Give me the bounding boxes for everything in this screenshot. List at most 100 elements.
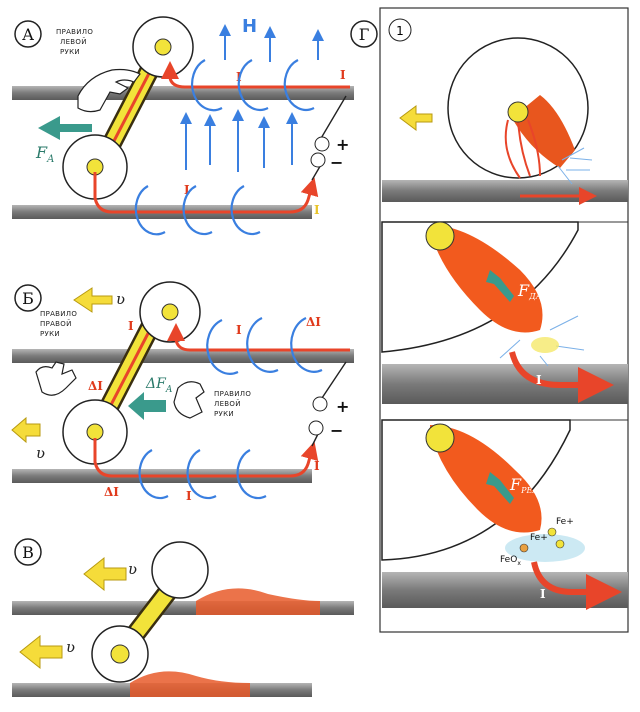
subpanel-3-fe-plus-2: Fe+ <box>556 517 574 527</box>
panel-c-velocity-arrow-bottom <box>19 634 63 670</box>
subpanel-2: 2 I FДАВЛ. <box>381 221 628 404</box>
subpanel-3-current-label: I <box>540 587 546 601</box>
panel-b-velocity-top: ʋ <box>116 290 125 308</box>
panel-b-letter: Б <box>22 289 34 308</box>
panel-a-hand-icon <box>77 68 141 113</box>
subpanel-2-sparks <box>499 315 585 367</box>
panel-b-current-label-2: I <box>236 323 242 337</box>
panel-c-velocity-arrow-top <box>83 556 127 592</box>
panel-a-force-arrow <box>38 116 92 140</box>
panel-b-plus: + <box>336 397 349 416</box>
panel-b-delta-current-2: ΔI <box>104 485 119 499</box>
panel-b-wire-top <box>321 361 347 399</box>
panel-a-plus: + <box>336 135 349 154</box>
panel-a-bottom-current <box>93 172 319 214</box>
panel-d: Г 1 2 I <box>350 7 629 633</box>
panel-a-top-current <box>161 61 350 89</box>
panel-b-force-arrow <box>128 392 166 420</box>
subpanel-1-num: 1 <box>396 24 404 38</box>
panel-b-current-label-4: I <box>314 459 320 473</box>
panel-c-velocity-top: ʋ <box>128 560 137 578</box>
panel-b-rule-left-line1: ПРАВИЛО <box>214 390 251 398</box>
panel-a-current-label-4: I <box>314 203 320 217</box>
subpanel-2-current-label: I <box>536 373 542 387</box>
subpanel-2-axle <box>425 221 455 251</box>
panel-b-rule-right-line3: РУКИ <box>40 330 60 338</box>
panel-c: В ʋ ʋ <box>12 538 354 697</box>
subpanel-3-axle <box>425 423 455 453</box>
panel-b-top-current <box>167 323 350 352</box>
panel-c-top-hotspot <box>196 588 320 615</box>
panel-a-current-label-3: I <box>184 183 190 197</box>
panel-a-letter: А <box>22 25 34 44</box>
subpanel-3-fe-particle-2 <box>555 539 565 549</box>
panel-a-rule-line3: РУКИ <box>60 48 80 56</box>
subpanel-2-current-arrow <box>509 351 614 403</box>
panel-b-right-hand-icon <box>35 361 77 396</box>
subpanel-1-sparks <box>557 147 593 185</box>
panel-b-rule-right-line2: ПРАВОЙ <box>40 319 72 328</box>
panel-a-rule-line2: ЛЕВОЙ <box>60 37 87 46</box>
subpanel-2-force-arrow <box>486 270 514 302</box>
subpanel-3-fe-plus-1: Fe+ <box>530 533 548 543</box>
subpanel-3-feox-label: FeOx <box>500 555 521 567</box>
panel-a-rule-line1: ПРАВИЛО <box>56 28 93 36</box>
panel-c-velocity-bottom: ʋ <box>66 638 75 656</box>
panel-b-rule-right-line1: ПРАВИЛО <box>40 310 77 318</box>
panel-a-current-label-2: I <box>340 68 346 82</box>
subpanel-2-flash <box>531 337 559 353</box>
subpanel-1-current-lines <box>504 119 541 179</box>
subpanel-3-fe-particle-1 <box>547 527 557 537</box>
panel-b-field-loops <box>138 317 323 500</box>
panel-c-bottom-hotspot <box>130 671 250 697</box>
panel-b-rule-left-line3: РУКИ <box>214 410 234 418</box>
panel-b-bottom-axle <box>86 423 104 441</box>
panel-b-top-rail <box>12 349 354 363</box>
panel-b-top-axle <box>161 303 179 321</box>
subpanel-1-rail <box>382 180 628 202</box>
subpanel-1-velocity-arrow <box>399 105 433 131</box>
panel-b-terminal-plus <box>312 396 328 412</box>
panel-b-minus: − <box>330 421 343 440</box>
panel-b-current-label-1: I <box>128 319 134 333</box>
panel-c-top-wheel <box>151 541 209 599</box>
panel-b-delta-current-1: ΔI <box>88 379 103 393</box>
panel-d-badge <box>350 20 378 48</box>
panel-d-frame <box>379 7 629 633</box>
panel-a-terminal-minus <box>310 152 326 168</box>
panel-a-force-label: FA <box>35 143 54 165</box>
subpanel-2-force-label: FДАВЛ. <box>517 281 557 301</box>
panel-b-left-hand-icon <box>173 381 205 419</box>
subpanel-1-badge <box>388 18 412 42</box>
panel-b-terminal-minus <box>308 420 324 436</box>
panel-b-force-label: ΔFA <box>145 376 173 395</box>
panel-b-velocity-bottom: ʋ <box>36 444 45 462</box>
panel-a-field-label: H <box>242 16 257 37</box>
panel-a-wire-top <box>319 95 347 141</box>
panel-b-velocity-arrow-top <box>73 287 113 313</box>
subpanel-3-current-arrow <box>531 561 622 610</box>
panel-a-top-axle <box>154 38 172 56</box>
subpanel-2-arc <box>430 225 543 333</box>
subpanel-3-feox-particle <box>519 543 529 553</box>
panel-b-velocity-arrow-bottom <box>11 416 41 444</box>
panel-b-badge <box>14 284 42 312</box>
subpanel-3-force-arrow <box>486 472 514 504</box>
panel-b: Б ʋ I I I I ΔI ΔI ΔI ΔFA ʋ <box>11 281 354 503</box>
panel-a-badge <box>14 20 42 48</box>
panel-a-field-loops <box>134 59 315 236</box>
subpanel-1-axle <box>507 101 529 123</box>
panel-a-minus: − <box>330 153 343 172</box>
subpanel-3-arc <box>430 425 542 533</box>
subpanel-3: 3 I FРЕАКТ. FeOx Fe+ Fe+ <box>381 419 628 610</box>
panel-b-current-label-3: I <box>186 489 192 503</box>
panel-b-bottom-current <box>93 438 319 478</box>
panel-a: А I I I I <box>12 16 354 236</box>
subpanel-1: 1 <box>382 18 628 205</box>
panel-b-wire-bottom <box>311 433 319 447</box>
panel-c-badge <box>14 538 42 566</box>
panel-c-letter: В <box>22 543 34 562</box>
panel-c-bottom-axle <box>110 644 130 664</box>
panel-a-field-lines <box>180 24 324 172</box>
